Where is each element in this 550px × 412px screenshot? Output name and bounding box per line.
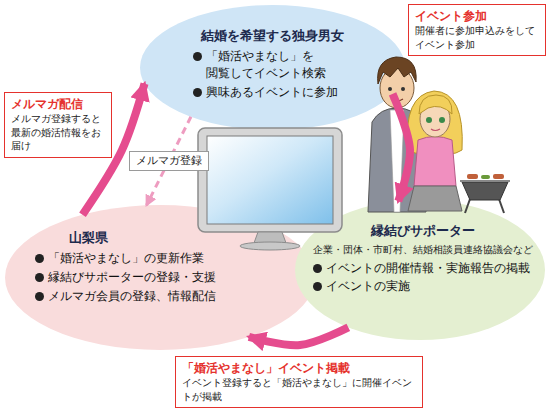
bullet-row: 縁結びサポーターの登録・支援 [35,269,216,286]
ellipse-fill [5,205,315,350]
callout-text: イベント登録すると「婚活やまなし」に開催イベントが掲載 [182,377,412,402]
callout-box: メルマガ配信メルマガ登録すると最新の婚活情報をお届け [4,92,112,158]
callout-box: 「婚活やまなし」イベント掲載イベント登録すると「婚活やまなし」に開催イベントが掲… [175,356,423,408]
group-ellipse: 山梨県「婚活やまなし」の更新作業縁結びサポーターの登録・支援メルマガ会員の登録、… [5,205,315,350]
bullet-dot [193,88,202,97]
callout-box: イベント参加開催者に参加申込みをしてイベント参加 [408,4,546,56]
grill-meat [493,174,504,179]
bullet-row: イベントの開催情報・実施報告の掲載 [313,260,533,277]
barbecue-grill [460,174,510,213]
text-group: メルマガ配信メルマガ登録すると最新の婚活情報をお届け [11,96,105,153]
head-row: イベント参加 [415,8,539,24]
man-eye [388,87,392,91]
sub-row: 企業・団体・市町村、結婚相談員連絡協議会など [313,243,533,257]
grill-net [460,180,510,182]
monitor-stand [254,232,286,243]
title-row: 結婚を希望する独身男女 [193,27,353,45]
text-group: イベント参加開催者に参加申込みをしてイベント参加 [415,8,539,51]
callout-heading: メルマガ配信 [11,97,83,111]
bullet-text: イベントの実施 [326,278,410,295]
bullet-dot [193,52,202,61]
group-ellipse: 縁結びサポーター企業・団体・市町村、結婚相談員連絡協議会などイベントの開催情報・… [295,200,545,340]
title-row: 山梨県 [69,229,216,247]
bullet-text: 興味あるイベントに参加 [206,84,338,101]
edge-label: メルマガ登録 [129,151,209,171]
bullet-text: 「婚活やまなし」の更新作業 [48,250,204,267]
computer-monitor [198,128,342,250]
body-row: 開催者に参加申込みをしてイベント参加 [415,24,539,51]
ellipse-fill [295,200,545,340]
ellipse-fill [140,5,405,130]
body-row: メルマガ登録すると最新の婚活情報をお届け [11,112,105,153]
woman-eye [426,117,432,123]
head-row: 「婚活やまなし」イベント掲載 [182,360,416,376]
grill-vegetable [481,175,490,179]
bullet-dot [35,292,44,301]
bullet-text: イベントの開催情報・実施報告の掲載 [326,260,530,277]
group-title: 縁結びサポーター [371,223,475,238]
monitor-base [240,242,300,250]
woman-eye [439,117,445,123]
callout-text: メルマガ登録すると最新の婚活情報をお届け [11,113,101,151]
bullet-dot [313,264,322,273]
bullet-row: メルマガ会員の登録、情報配信 [35,288,216,305]
head-row: メルマガ配信 [11,96,105,112]
group-title: 山梨県 [69,230,108,245]
monitor-screen [207,136,333,224]
bullet-row: 興味あるイベントに参加 [193,84,353,101]
woman-bangs [419,95,452,114]
woman-top [414,137,456,187]
text-group: 縁結びサポーター企業・団体・市町村、結婚相談員連絡協議会などイベントの開催情報・… [313,222,533,297]
callout-heading: イベント参加 [415,9,487,23]
bullet-dot [313,282,322,291]
callout-heading: 「婚活やまなし」イベント掲載 [182,361,350,375]
grill-meat [467,174,478,179]
bullet-text: メルマガ会員の登録、情報配信 [48,288,216,305]
woman-mouth [431,129,440,131]
bullet-dot [35,254,44,263]
bullet-row: 「婚活やまなし」を 閲覧してイベント検索 [193,48,353,82]
body-row: イベント登録すると「婚活やまなし」に開催イベントが掲載 [182,376,416,403]
bullet-row: 「婚活やまなし」の更新作業 [35,250,216,267]
group-ellipse: 結婚を希望する独身男女「婚活やまなし」を 閲覧してイベント検索興味あるイベントに… [140,5,405,130]
man-eye [401,87,405,91]
bullet-row: イベントの実施 [313,278,533,295]
grill-body [462,182,508,200]
callout-text: 開催者に参加申込みをしてイベント参加 [415,25,535,50]
title-row: 縁結びサポーター [313,222,533,240]
grill-leg [499,199,504,213]
group-title: 結婚を希望する独身男女 [201,28,344,43]
text-group: 山梨県「婚活やまなし」の更新作業縁結びサポーターの登録・支援メルマガ会員の登録、… [35,229,216,307]
bullet-text: 「婚活やまなし」を 閲覧してイベント検索 [206,48,353,82]
flow-arrow [393,94,410,201]
monitor-frame [198,128,342,232]
bullet-text: 縁結びサポーターの登録・支援 [48,269,216,286]
text-group: 「婚活やまなし」イベント掲載イベント登録すると「婚活やまなし」に開催イベントが掲… [182,360,416,403]
woman-figure [407,91,462,211]
group-subtitle: 企業・団体・市町村、結婚相談員連絡協議会など [313,244,533,255]
woman-skirt [408,186,462,211]
bullet-dot [35,273,44,282]
text-group: 結婚を希望する独身男女「婚活やまなし」を 閲覧してイベント検索興味あるイベントに… [193,27,353,103]
